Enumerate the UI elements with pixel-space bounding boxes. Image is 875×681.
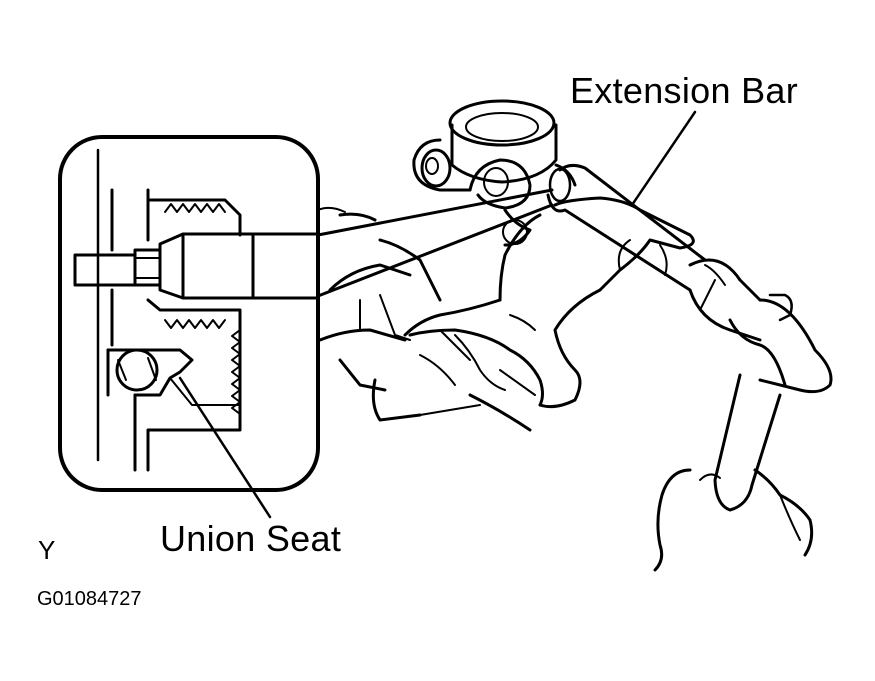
extension-bar xyxy=(546,163,833,512)
figure-code-label: G01084727 xyxy=(37,588,142,610)
view-letter-label: Y xyxy=(38,535,56,565)
hands xyxy=(403,196,814,572)
detail-inset xyxy=(58,135,554,492)
union-seat-leader xyxy=(178,376,272,519)
extension-bar-label: Extension Bar xyxy=(570,70,799,111)
extension-bar-leader xyxy=(630,110,697,207)
union-seat-label: Union Seat xyxy=(160,518,342,559)
valve-body xyxy=(317,99,577,432)
